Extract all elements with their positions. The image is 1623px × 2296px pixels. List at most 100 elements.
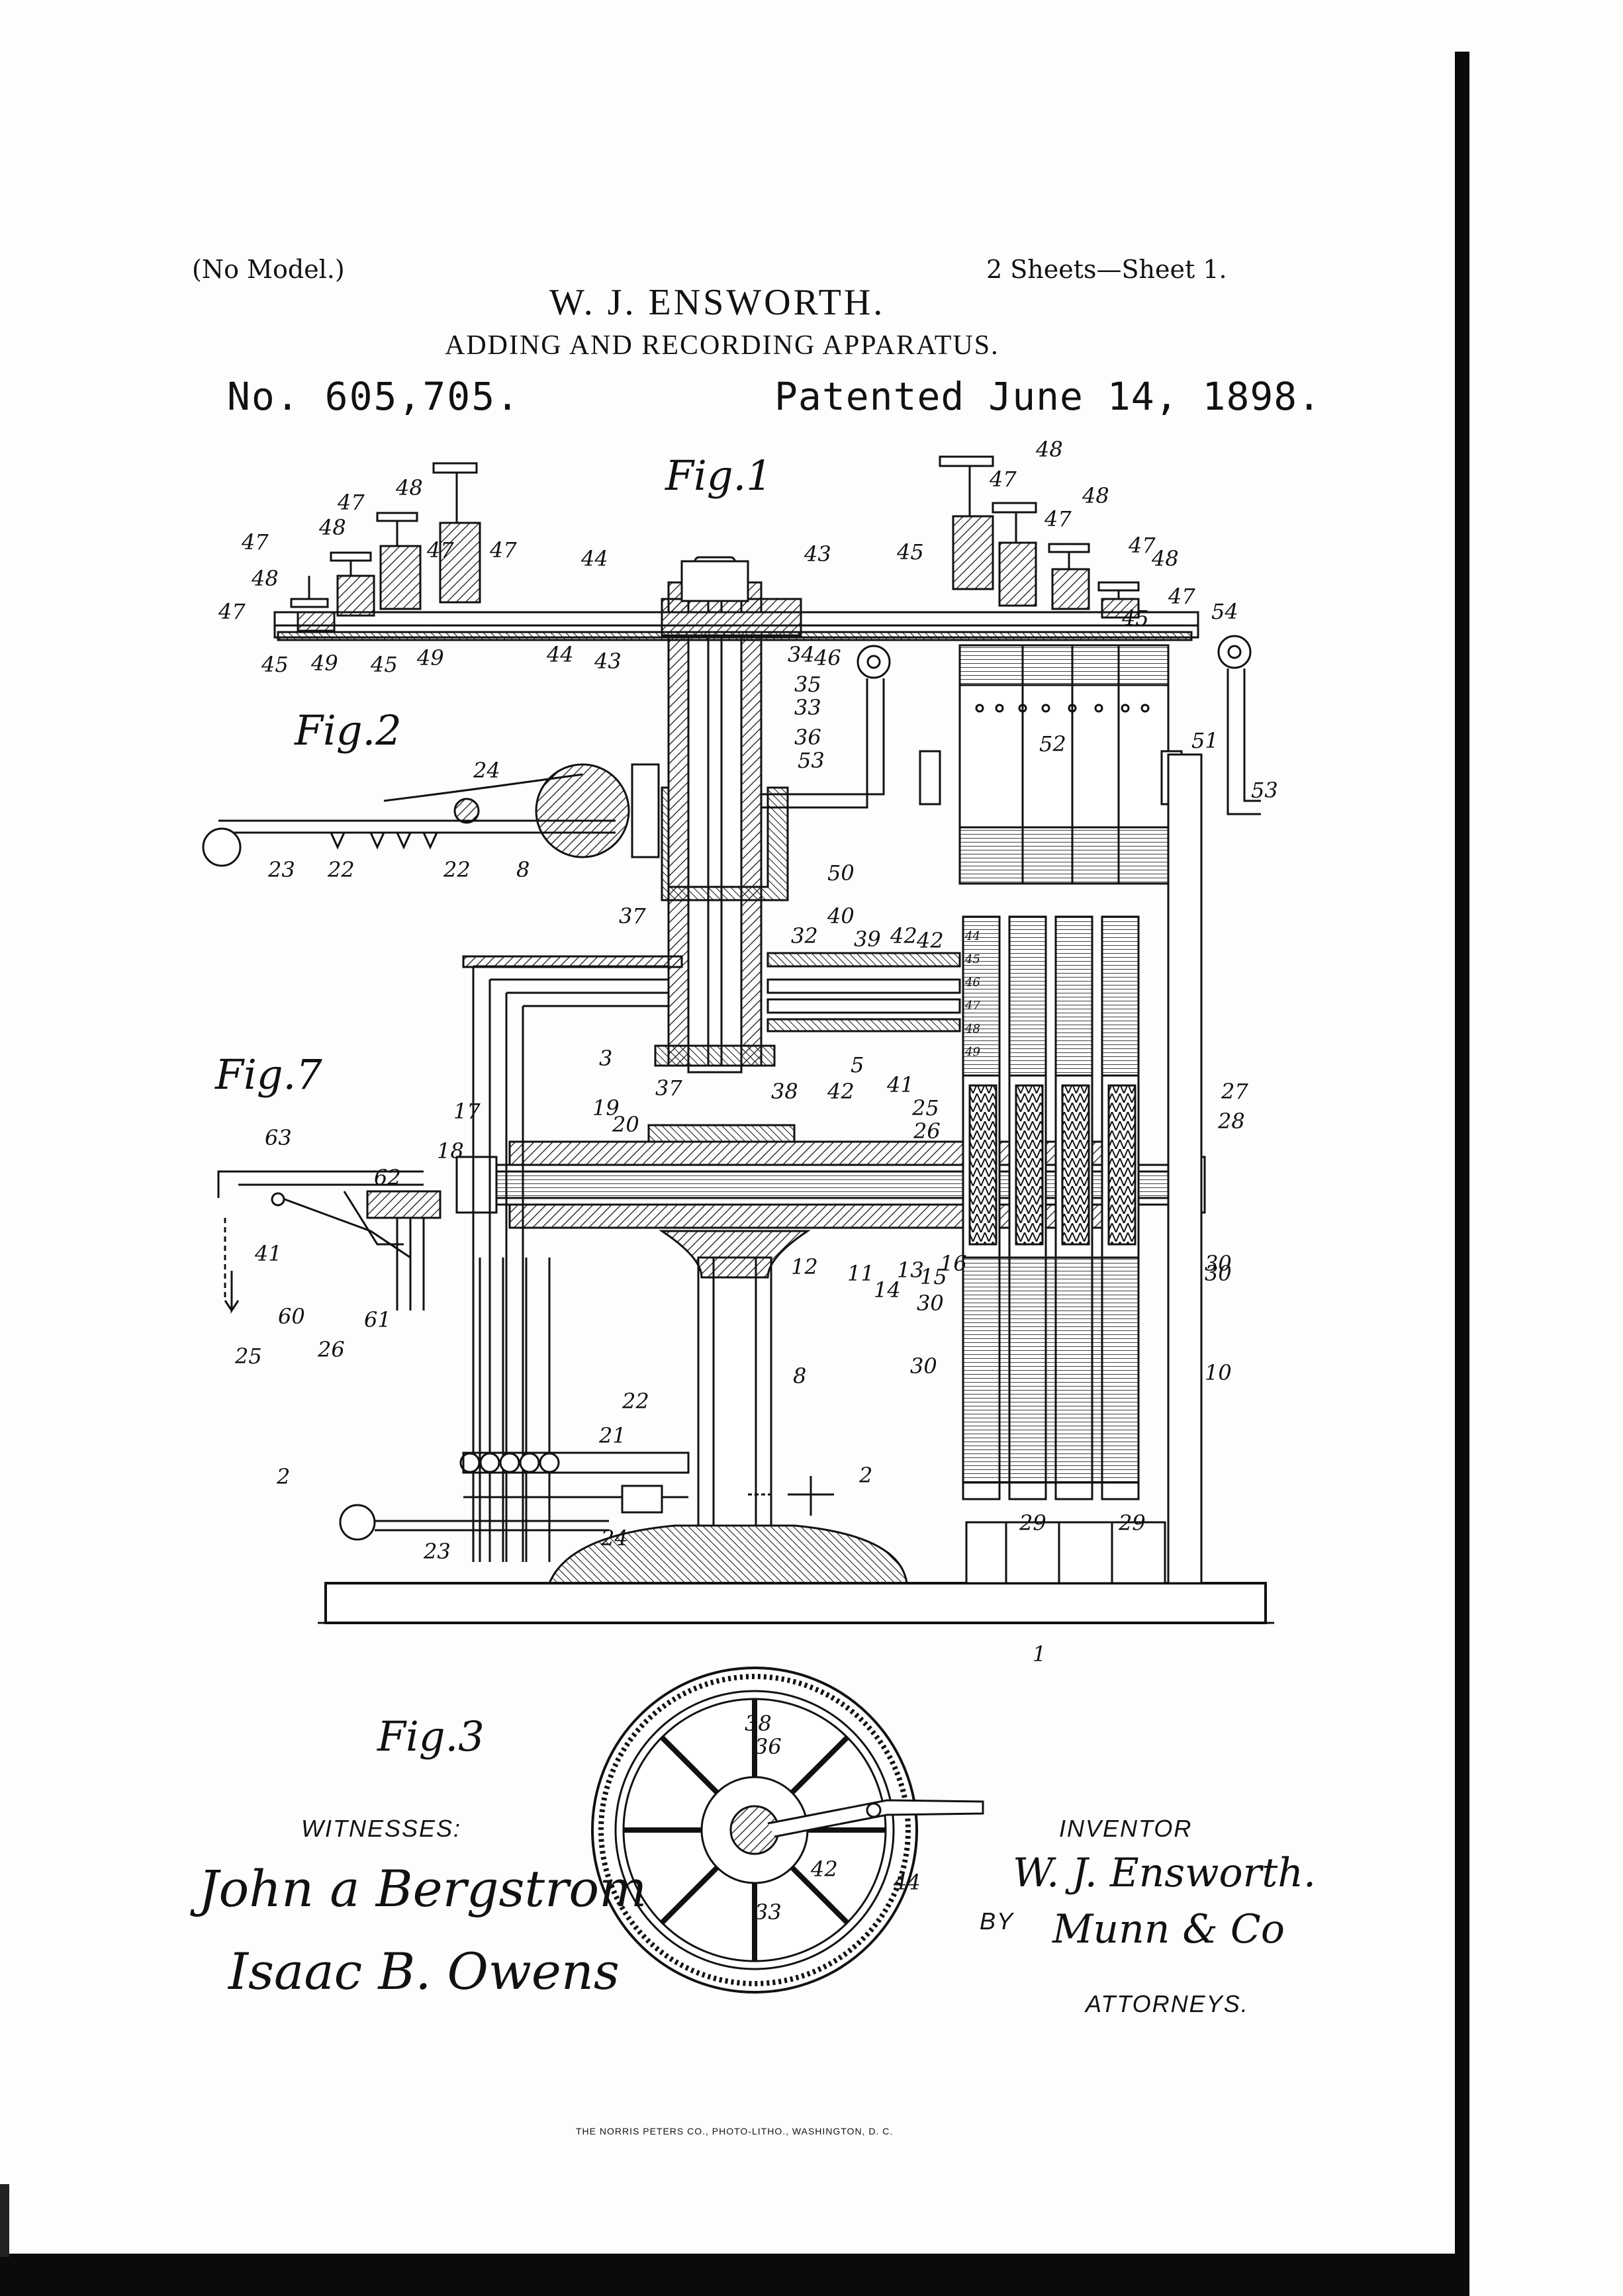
ref-numeral: 36 [794, 725, 821, 750]
fig2-numerals: 24 23 22 22 8 [267, 758, 530, 882]
ref-numeral: 27 [1221, 1079, 1248, 1104]
ref-numeral: 15 [920, 1264, 947, 1289]
ref-numeral: 48 [251, 566, 279, 591]
ref-numeral: 22 [622, 1389, 649, 1414]
ref-numeral: 8 [793, 1363, 806, 1389]
ref-numeral: 14 [874, 1277, 901, 1303]
scan-edge-bottom [0, 2254, 1469, 2296]
ref-numeral: 45 [896, 539, 924, 565]
witness-2-signature: Isaac B. Owens [227, 1942, 620, 2001]
ref-numeral: 25 [234, 1344, 262, 1369]
ref-numeral: 38 [771, 1079, 798, 1104]
lithographer-imprint: THE NORRIS PETERS CO., PHOTO-LITHO., WAS… [576, 2126, 893, 2136]
ref-numeral: 2 [276, 1464, 290, 1489]
ref-numeral: 24 [473, 758, 500, 783]
figure-7-label: Fig.7 [214, 1050, 322, 1099]
ref-numeral: 28 [1217, 1109, 1245, 1134]
ref-numeral: 30 [1205, 1261, 1232, 1286]
signature-block: WITNESSES: John a Bergstrom Isaac B. Owe… [190, 1815, 1316, 2017]
by-label: BY [980, 1907, 1015, 1935]
scan-edge-right [1455, 52, 1469, 2256]
ref-numeral: 40 [827, 903, 855, 929]
patent-date: Patented June 14, 1898. [774, 374, 1322, 419]
ref-numeral: 47 [241, 529, 269, 555]
ref-numeral: 39 [854, 927, 881, 952]
ref-numeral: 30 [1205, 1251, 1232, 1276]
ref-numeral: 41 [254, 1241, 282, 1266]
ref-numeral: 49 [964, 1045, 980, 1059]
ref-numeral: 61 [364, 1307, 391, 1332]
inventor-signature: W. J. Ensworth. [1013, 1850, 1316, 1896]
ref-numeral: 3 [599, 1046, 612, 1071]
ref-numeral: 37 [655, 1076, 682, 1101]
ref-numeral: 32 [791, 923, 818, 948]
ref-numeral: 47 [337, 490, 365, 515]
ref-numeral: 19 [592, 1095, 620, 1121]
ref-numeral: 50 [827, 860, 855, 886]
ref-numeral: 47 [489, 537, 517, 563]
ref-numeral: 22 [327, 857, 355, 882]
ref-numeral: 54 [1211, 599, 1238, 624]
ref-numeral: 20 [612, 1112, 639, 1137]
ref-numeral: 46 [964, 976, 980, 989]
ref-numeral: 47 [989, 467, 1017, 492]
ref-numeral: 52 [1039, 731, 1066, 757]
figure-7-drawing [217, 1170, 441, 1314]
ref-numeral: 11 [847, 1261, 874, 1286]
fig3-numerals: 38 36 42 44 33 [745, 1711, 921, 1925]
ref-numeral: 45 [964, 952, 980, 966]
ref-numeral: 51 [1191, 728, 1219, 753]
no-model-note: (No Model.) [192, 255, 345, 284]
ref-numeral: 25 [911, 1095, 939, 1121]
ref-numeral: 49 [310, 651, 338, 676]
figure-3-label: Fig.3 [377, 1712, 485, 1761]
ref-numeral: 33 [755, 1900, 782, 1925]
ref-numeral: 43 [594, 649, 622, 674]
ref-numeral: 48 [964, 1022, 980, 1036]
ref-numeral: 5 [851, 1052, 864, 1078]
ref-numeral: 35 [794, 672, 821, 697]
ref-numeral: 12 [791, 1254, 818, 1279]
ref-numeral: 22 [443, 857, 471, 882]
figure-2-label: Fig.2 [294, 706, 402, 755]
ref-numeral: 10 [1205, 1360, 1232, 1385]
fig1-top-right-numerals: 48 47 48 47 47 48 45 43 45 47 54 34 46 3… [788, 437, 1278, 803]
ref-numeral: 47 [426, 537, 454, 563]
ref-numeral: 43 [804, 541, 831, 567]
fig1-mid-numerals: 37 50 40 32 39 42 42 3 37 38 42 5 41 25 … [437, 860, 1248, 1164]
ref-numeral: 47 [1168, 584, 1195, 609]
ref-numeral: 29 [1118, 1510, 1146, 1536]
ref-numeral: 42 [916, 928, 944, 953]
ref-numeral: 37 [619, 903, 646, 929]
ref-numeral: 23 [423, 1539, 451, 1564]
ref-numeral: 42 [810, 1857, 838, 1882]
ref-numeral: 53 [1251, 778, 1278, 803]
ref-numeral: 44 [546, 642, 574, 667]
ref-numeral: 41 [886, 1072, 914, 1097]
ref-numeral: 13 [897, 1258, 924, 1283]
ref-numeral: 48 [395, 475, 423, 500]
ref-numeral: 48 [1082, 483, 1109, 508]
ref-numeral: 30 [910, 1354, 937, 1379]
ref-numeral: 53 [798, 748, 825, 773]
ref-numeral: 45 [261, 652, 289, 677]
ref-numeral: 45 [370, 652, 398, 677]
witnesses-label: WITNESSES: [301, 1815, 461, 1842]
ref-numeral: 36 [755, 1734, 782, 1759]
ref-numeral: 34 [788, 642, 815, 667]
ref-numeral: 16 [940, 1251, 967, 1276]
fig7-numerals: 63 62 41 60 61 25 26 [234, 1125, 401, 1369]
ref-numeral: 17 [453, 1099, 481, 1124]
ref-numeral: 47 [964, 999, 980, 1013]
ref-numeral: 30 [917, 1291, 944, 1316]
witness-1-signature: John a Bergstrom [190, 1859, 647, 1918]
ref-numeral: 29 [1019, 1510, 1046, 1536]
attorneys-signature: Munn & Co [1052, 1906, 1285, 1952]
ref-numeral: 26 [317, 1337, 345, 1362]
inventor-label: INVENTOR [1059, 1815, 1192, 1842]
ref-numeral: 48 [1151, 546, 1179, 571]
ref-numeral: 44 [580, 546, 608, 571]
ref-numeral: 24 [600, 1526, 628, 1551]
ref-numeral: 47 [1044, 506, 1072, 531]
